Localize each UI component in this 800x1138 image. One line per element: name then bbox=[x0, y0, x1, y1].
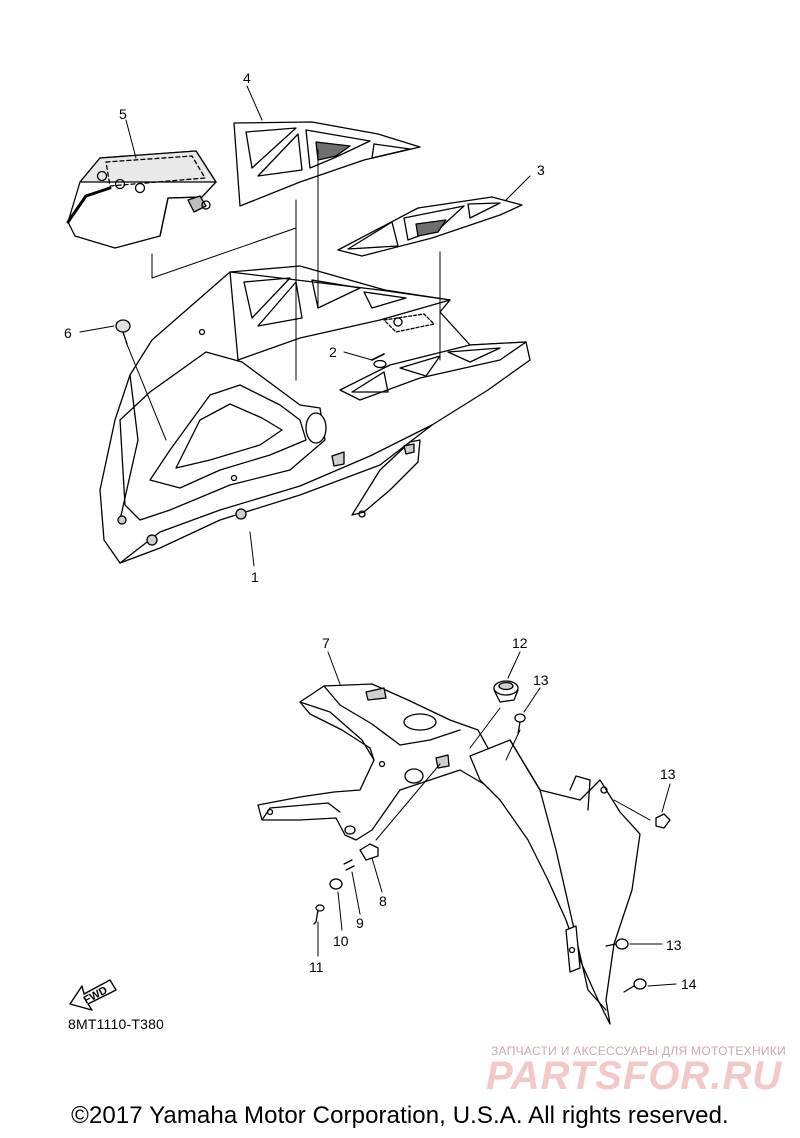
callout-2: 2 bbox=[329, 344, 337, 360]
part-8-nut-clip bbox=[359, 843, 379, 861]
watermark-tagline: ЗАПЧАСТИ И АКСЕССУАРЫ ДЛЯ МОТОТЕХНИКИ bbox=[491, 1044, 787, 1058]
copyright-notice: ©2017 Yamaha Motor Corporation, U.S.A. A… bbox=[71, 1102, 729, 1129]
part-2-screw bbox=[371, 353, 387, 369]
callout-1: 1 bbox=[251, 569, 259, 585]
callout-3: 3 bbox=[537, 162, 545, 178]
watermark-brand: PARTSFOR.RU bbox=[486, 1054, 783, 1098]
leader-lines-upper bbox=[79, 85, 531, 567]
part-13-nut-right bbox=[655, 813, 671, 829]
callout-8: 8 bbox=[379, 893, 387, 909]
callout-14: 14 bbox=[681, 976, 697, 992]
part-13-rivet-upper bbox=[514, 713, 526, 735]
guide-lines bbox=[125, 149, 441, 441]
diagram-code: 8MT1110-T380 bbox=[68, 1016, 165, 1032]
leader-lines-lower bbox=[317, 651, 677, 987]
callout-9: 9 bbox=[356, 915, 364, 931]
part-1-front-cowling bbox=[99, 265, 531, 564]
fwd-arrow-icon bbox=[69, 979, 117, 1011]
callout-12: 12 bbox=[512, 635, 528, 651]
part-10-collar bbox=[329, 878, 343, 890]
inner-panel bbox=[469, 739, 641, 1025]
callout-11: 11 bbox=[309, 959, 324, 975]
callout-5: 5 bbox=[119, 106, 127, 122]
callout-4: 4 bbox=[243, 70, 251, 86]
part-4-vent-panel bbox=[233, 121, 421, 207]
callout-13-upper: 13 bbox=[533, 672, 549, 688]
part-9-washer bbox=[343, 859, 355, 871]
part-7-cowling-stay bbox=[257, 683, 521, 841]
fwd-label: FWD bbox=[82, 984, 110, 1006]
guide-lines-lower bbox=[375, 707, 651, 841]
part-13-rivet-lower bbox=[605, 938, 629, 950]
part-11-bolt bbox=[313, 904, 325, 925]
part-6-bolt bbox=[115, 319, 131, 345]
callout-13-right: 13 bbox=[660, 766, 676, 782]
callout-13-lower: 13 bbox=[666, 937, 682, 953]
part-14-screw bbox=[623, 978, 647, 993]
callout-6: 6 bbox=[64, 325, 72, 341]
part-5-meter-cover bbox=[66, 150, 217, 249]
part-12-grommet bbox=[493, 680, 519, 703]
part-3-vent-panel bbox=[337, 196, 523, 257]
callout-7: 7 bbox=[322, 635, 330, 651]
callout-10: 10 bbox=[333, 933, 349, 949]
